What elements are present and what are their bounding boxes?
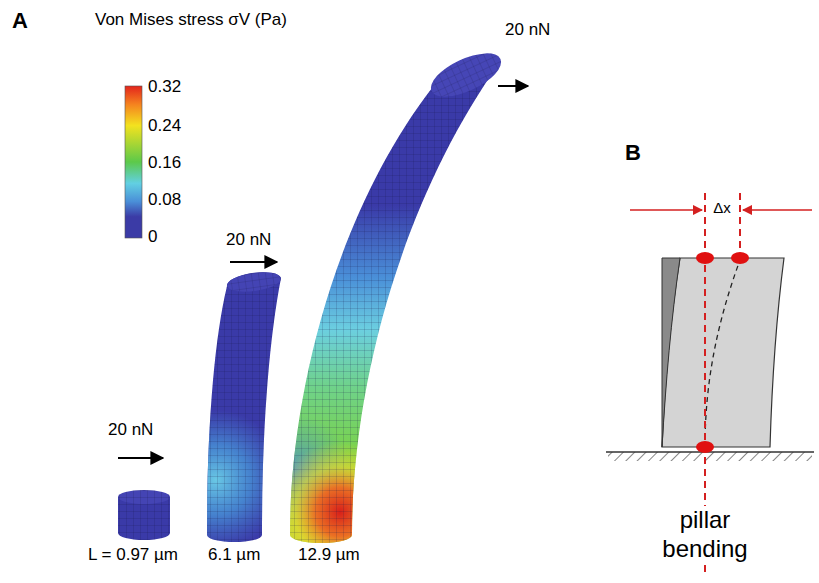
colorbar-title: Von Mises stress σV (Pa) <box>95 10 287 30</box>
caption-label: pillar bending <box>644 506 766 564</box>
force-arrow <box>118 457 163 459</box>
tall-pillar <box>280 44 510 550</box>
dimension-arrow <box>630 209 702 211</box>
color-bar <box>125 86 142 238</box>
reference-line <box>739 193 741 262</box>
panel-letter: A <box>12 8 28 34</box>
marker-dot <box>696 441 714 453</box>
tick-label: 0.24 <box>148 116 181 136</box>
medium-pillar <box>200 250 290 550</box>
dimension-arrow <box>743 209 812 211</box>
tick-label: 0.16 <box>148 153 181 173</box>
force-arrow <box>498 85 528 87</box>
force-label: 20 nN <box>108 420 153 440</box>
length-label: 12.9 µm <box>298 545 360 565</box>
force-label: 20 nN <box>505 20 550 40</box>
length-label: 6.1 µm <box>208 545 260 565</box>
length-label: L = 0.97 µm <box>88 545 178 565</box>
tick-label: 0.08 <box>148 190 181 210</box>
undeformed-outline <box>662 258 680 447</box>
force-arrow <box>230 261 277 263</box>
ground-hatch <box>608 452 812 461</box>
short-pillar <box>118 490 170 540</box>
marker-dot <box>696 252 714 264</box>
bent-pillar <box>662 258 784 447</box>
marker-dot <box>731 252 749 264</box>
panel-letter: B <box>625 140 641 166</box>
force-label: 20 nN <box>226 230 271 250</box>
tick-label: 0 <box>148 227 157 247</box>
tick-label: 0.32 <box>148 77 181 97</box>
dimension-label: Δx <box>713 199 731 217</box>
neutral-axis <box>705 260 740 447</box>
